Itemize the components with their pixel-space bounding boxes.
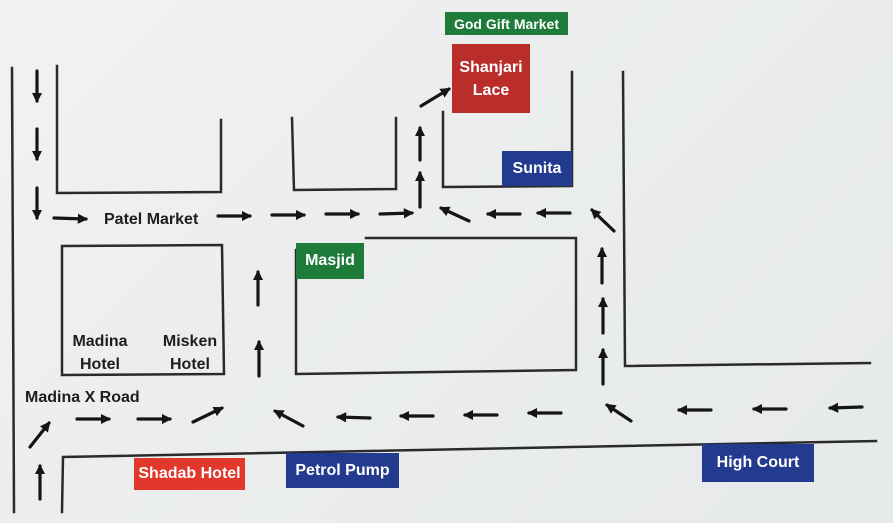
arrow-icon (439, 206, 471, 223)
high-court-badge: High Court (702, 444, 814, 482)
arrow-icon (335, 412, 372, 423)
block-right (621, 70, 872, 368)
arrow-icon (590, 208, 616, 233)
block-hotels (60, 243, 226, 377)
arrow-icon (419, 87, 451, 108)
misken-hotel-label: Misken Hotel (154, 330, 226, 376)
road-outlines (10, 64, 878, 514)
patel-market-label: Patel Market (104, 211, 199, 228)
block-top-middle (290, 116, 398, 192)
block-top-right (441, 70, 574, 189)
petrol-pump-badge: Petrol Pump (286, 453, 399, 488)
arrow-icon (28, 421, 51, 449)
shanjari-lace-badge: Shanjari Lace (452, 44, 530, 113)
shadab-hotel-badge: Shadab Hotel (134, 458, 245, 490)
arrow-icons (28, 69, 864, 501)
shanjari-lace-line1: Shanjari (459, 58, 523, 76)
madina-hotel-label: Madina Hotel (62, 330, 138, 376)
shanjari-lace-line2: Lace (472, 81, 510, 99)
god-gift-market-badge: God Gift Market (445, 12, 568, 35)
arrow-icon (827, 402, 864, 413)
arrow-icon (605, 403, 633, 423)
arrow-icon (52, 213, 89, 224)
misken-hotel-line2: Hotel (170, 356, 210, 373)
arrow-icon (378, 208, 415, 219)
block-top-left (55, 64, 223, 195)
arrow-icon (273, 409, 305, 428)
bottom-road-edge (60, 439, 878, 514)
block-masjid (294, 236, 578, 376)
left-road-edge (10, 66, 16, 514)
sunita-badge: Sunita (502, 151, 572, 186)
misken-hotel-line1: Misken (162, 333, 218, 350)
madina-hotel-line1: Madina (72, 333, 128, 350)
madina-hotel-line2: Hotel (80, 356, 120, 373)
arrow-icon (191, 406, 224, 424)
madina-x-road-label: Madina X Road (25, 389, 140, 406)
masjid-badge: Masjid (296, 243, 364, 279)
